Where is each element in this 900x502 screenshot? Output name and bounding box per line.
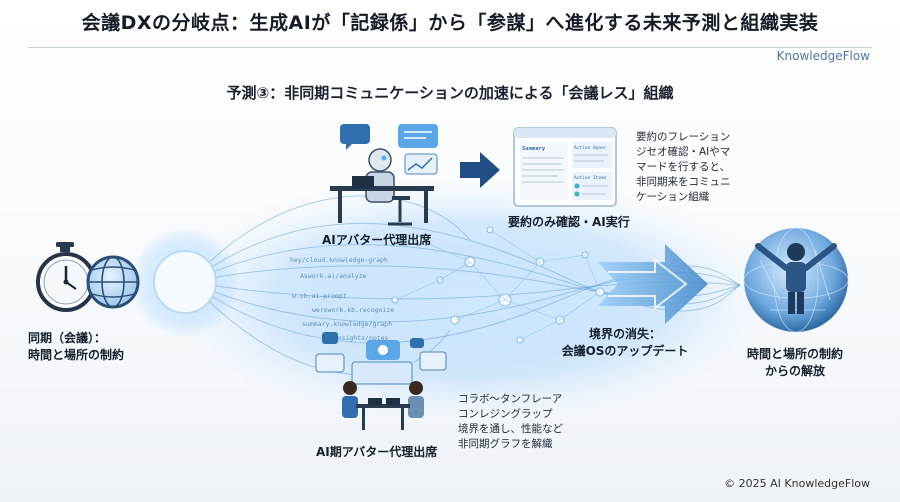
collaboration-scene [315, 332, 447, 430]
network-links [394, 229, 601, 341]
liberated-person-globe-icon [743, 227, 849, 333]
robot-avatar-scene [330, 124, 438, 226]
stream-text: hey/cloud.knowledge-graph [290, 256, 388, 264]
avatar-proxy-label: AIアバター代理出席 [322, 233, 432, 247]
stream-text: w.cb.ai-prompt [292, 292, 347, 300]
flow-glow [140, 170, 800, 430]
summary-check-label: 要約のみ確認・AI実行 [508, 215, 630, 229]
title-divider [28, 47, 872, 48]
summary-note-line: ジセオ確認・AIやマ [636, 146, 731, 158]
summary-note: 要約のフレーション ジセオ確認・AIやマ マードを行すると、 非同期来をコミュニ… [636, 130, 731, 205]
synchronous-label-line1: 同期（会議）： [28, 331, 107, 345]
copyright-text: © 2025 AI KnowledgeFlow [724, 477, 870, 490]
boundary-dissolution-label: 境界の消失： 会議OSのアップデート [540, 326, 710, 360]
summary-note-line: 非同期来をコミュニ [636, 176, 731, 188]
summary-note-line: マードを行すると、 [636, 161, 731, 173]
action-owner-heading: Action Owner [574, 145, 607, 151]
collaboration-note-line: 境界を通し、性能など [458, 423, 563, 435]
stream-text: Aswork.ai/analyze [300, 272, 367, 280]
liberation-label-line2: からの解放 [764, 364, 825, 378]
stopwatch-icon [36, 242, 96, 312]
collaboration-note-line: 非同期グラフを解織 [458, 438, 553, 450]
collaboration-note-line: コンレジングラップ [458, 408, 553, 420]
portal-ring [153, 250, 217, 314]
summary-note-line: 要約のフレーション [636, 131, 731, 143]
globe-icon [86, 255, 140, 309]
synchronous-constraint-label: 同期（会議）： 時間と場所の制約 [28, 330, 124, 364]
summary-heading: Summary [522, 146, 546, 152]
page-title: 会議DXの分岐点：生成AIが「記録係」から「参謀」へ進化する未来予測と組織実装 [81, 12, 819, 34]
boundary-label-line1: 境界の消失： [588, 327, 661, 341]
section-subtitle: 予測③：非同期コミュニケーションの加速による「会議レス」組織 [226, 84, 674, 102]
forward-arrow-icon [598, 244, 708, 324]
stream-texts: hey/cloud.knowledge-graph Aswork.ai/anal… [290, 256, 394, 342]
stream-text: werework.kb.recognize [312, 306, 394, 314]
liberation-label: 時間と場所の制約 からの解放 [720, 346, 870, 380]
brand-logo-text: KnowledgeFlow [776, 49, 870, 63]
arrow-right-icon [460, 152, 500, 188]
summary-document-card: Summary Action Owner Action Items [513, 127, 617, 207]
action-items-heading: Action Items [574, 175, 607, 181]
synchronous-label-line2: 時間と場所の制約 [28, 348, 125, 362]
ai-avatar-proxy-label: AI期アバター代理出席 [316, 445, 438, 459]
liberation-label-line1: 時間と場所の制約 [746, 347, 843, 361]
stream-text: ai.insights/notes [322, 334, 389, 342]
summary-note-line: ケーション組織 [636, 191, 710, 203]
boundary-label-line2: 会議OSのアップデート [561, 344, 689, 358]
collaboration-note-line: コラボ〜タンフレーア [458, 393, 563, 405]
stream-text: summary.knowledge/graph [302, 320, 392, 328]
collaboration-note: コラボ〜タンフレーア コンレジングラップ 境界を通し、性能など 非同期グラフを解… [458, 392, 563, 452]
